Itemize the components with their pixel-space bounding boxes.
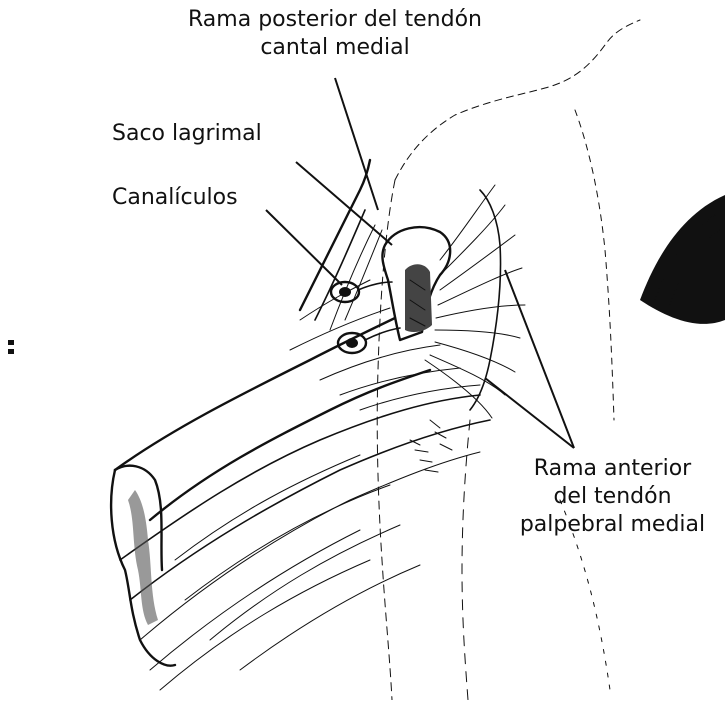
leader-rama-posterior <box>335 78 378 210</box>
leader-lines <box>266 78 574 448</box>
label-canaliculos: Canalículos <box>112 184 238 212</box>
margin-mark <box>8 340 14 354</box>
leader-saco-lagrimal <box>296 162 392 245</box>
label-rama-anterior-line2: del tendón <box>505 483 720 511</box>
nasal-shadow <box>640 195 725 324</box>
muscle-fibers <box>115 160 490 690</box>
face-outline <box>377 20 640 700</box>
label-saco-lagrimal: Saco lagrimal <box>112 120 262 148</box>
cut-muscle-end <box>111 466 175 666</box>
lacrimal-sac <box>382 227 450 340</box>
label-rama-posterior-line2: cantal medial <box>150 34 520 62</box>
label-rama-anterior-line3: palpebral medial <box>505 511 720 539</box>
label-rama-anterior: Rama anterior del tendón palpebral media… <box>505 455 720 539</box>
label-rama-posterior-line1: Rama posterior del tendón <box>150 6 520 34</box>
label-rama-posterior: Rama posterior del tendón cantal medial <box>150 6 520 62</box>
label-rama-anterior-line1: Rama anterior <box>505 455 720 483</box>
